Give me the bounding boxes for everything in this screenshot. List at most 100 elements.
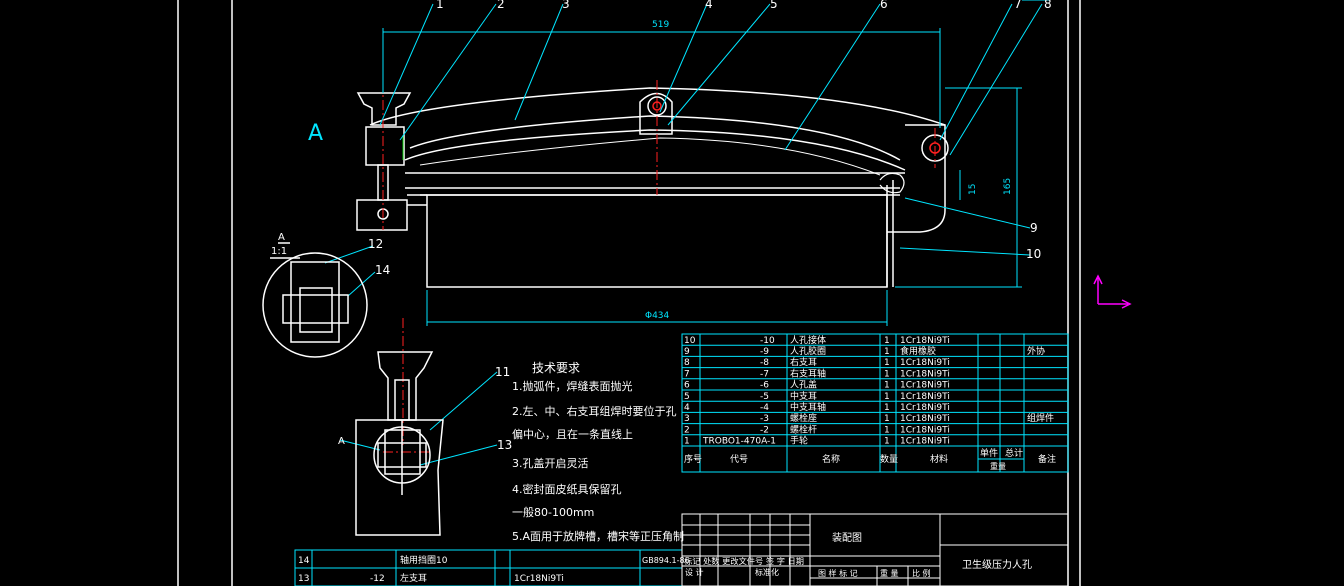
parts-row-material: 食用橡胶 bbox=[900, 345, 936, 357]
lower-row-note: GB894.1-86 bbox=[642, 556, 690, 565]
parts-row-code: -4 bbox=[760, 403, 769, 413]
parts-row-no: 5 bbox=[684, 392, 690, 402]
balloon-2: 2 bbox=[497, 0, 505, 11]
balloon-11: 11 bbox=[495, 365, 510, 379]
balloon-7: 7 bbox=[1014, 0, 1022, 11]
title-block-standard-label: 标准化 bbox=[755, 567, 779, 577]
ucs-icon bbox=[1093, 274, 1132, 309]
dimension-diameter: Φ434 bbox=[645, 311, 670, 321]
parts-row-material: 1Cr18Ni9Ti bbox=[900, 437, 950, 447]
drawing-frame bbox=[177, 0, 1081, 586]
parts-header-5: 单件 bbox=[980, 447, 998, 459]
parts-header-3: 数量 bbox=[880, 453, 898, 465]
leader-lines bbox=[324, 0, 1050, 466]
balloon-numbers: 1 2 3 4 5 6 7 8 9 10 11 12 13 14 bbox=[368, 0, 1052, 452]
dimension-lines bbox=[382, 28, 1022, 326]
tech-req-item: 1.抛弧件，焊缝表面抛光 bbox=[512, 379, 633, 393]
balloon-5: 5 bbox=[770, 0, 778, 11]
tech-req-item: 3.孔盖开启灵活 bbox=[512, 456, 589, 470]
parts-row-name: 螺栓座 bbox=[790, 412, 817, 424]
parts-row-qty: 1 bbox=[884, 392, 890, 402]
parts-row-no: 6 bbox=[684, 381, 690, 391]
parts-row-name: 人孔胶圈 bbox=[790, 345, 826, 357]
balloon-10: 10 bbox=[1026, 247, 1041, 261]
parts-row-note: 外协 bbox=[1027, 345, 1045, 357]
parts-row-qty: 1 bbox=[884, 403, 890, 413]
parts-header-6: 总计 bbox=[1005, 447, 1023, 459]
title-block-scale-label: 比 例 bbox=[912, 568, 931, 578]
parts-row-no: 8 bbox=[684, 358, 690, 368]
parts-row-no: 7 bbox=[684, 369, 690, 379]
parts-row-code: -8 bbox=[760, 358, 769, 368]
balloon-3: 3 bbox=[562, 0, 570, 11]
parts-row-name: 人孔接体 bbox=[790, 334, 826, 346]
parts-row-code: -6 bbox=[760, 381, 769, 391]
main-view bbox=[356, 87, 949, 288]
parts-row-name: 中支耳轴 bbox=[790, 401, 826, 413]
parts-row-name: 螺栓杆 bbox=[790, 423, 817, 435]
parts-row-name: 右支耳轴 bbox=[790, 367, 826, 379]
parts-row-name: 手轮 bbox=[790, 435, 808, 447]
tech-requirements: 技术要求 1.抛弧件，焊缝表面抛光 2.左、中、右支耳组焊时要位于孔 偏中心，且… bbox=[512, 361, 684, 543]
parts-header-2: 名称 bbox=[822, 453, 840, 465]
parts-row-material: 1Cr18Ni9Ti bbox=[900, 369, 950, 379]
parts-row-qty: 1 bbox=[884, 437, 890, 447]
parts-row-qty: 1 bbox=[884, 336, 890, 346]
lower-row-code: -12 bbox=[370, 574, 385, 584]
detail-view-a bbox=[262, 242, 368, 358]
parts-row-code: TROBO1-470A-1 bbox=[702, 437, 776, 447]
parts-row-no: 1 bbox=[684, 437, 690, 447]
parts-row-code: -3 bbox=[760, 414, 769, 424]
tech-req-item: 5.A面用于放牌槽，槽宋等正压角制 bbox=[512, 529, 684, 543]
section-label-name: A bbox=[278, 232, 285, 243]
parts-row-no: 3 bbox=[684, 414, 690, 424]
balloon-8: 8 bbox=[1044, 0, 1052, 11]
parts-row-material: 1Cr18Ni9Ti bbox=[900, 392, 950, 402]
title-block-revision-row: 标记 处数 更改文件号 签 字 日期 bbox=[684, 556, 804, 566]
parts-header-4: 材料 bbox=[930, 453, 948, 465]
parts-header-7: 备注 bbox=[1038, 453, 1056, 465]
title-block-stage-label: 图 样 标 记 bbox=[818, 568, 858, 578]
lower-row-no: 13 bbox=[298, 574, 309, 584]
parts-row-code: -5 bbox=[760, 392, 769, 402]
tech-req-item: 偏中心，且在一条直线上 bbox=[512, 427, 633, 441]
lower-row-material: 1Cr18Ni9Ti bbox=[514, 574, 564, 584]
balloon-14: 14 bbox=[375, 263, 390, 277]
section-mark: A bbox=[338, 436, 345, 447]
parts-row-qty: 1 bbox=[884, 369, 890, 379]
balloon-13: 13 bbox=[497, 438, 512, 452]
parts-row-qty: 1 bbox=[884, 381, 890, 391]
parts-row-code: -10 bbox=[760, 336, 775, 346]
parts-header-0: 序号 bbox=[684, 453, 702, 465]
tech-req-item: 一般80-100mm bbox=[512, 506, 594, 519]
parts-row-material: 1Cr18Ni9Ti bbox=[900, 358, 950, 368]
parts-row-name: 人孔盖 bbox=[790, 379, 817, 391]
parts-row-code: -9 bbox=[760, 347, 769, 357]
tech-req-item: 2.左、中、右支耳组焊时要位于孔 bbox=[512, 404, 677, 418]
parts-row-material: 1Cr18Ni9Ti bbox=[900, 403, 950, 413]
dimension-width-top: 519 bbox=[652, 20, 669, 30]
parts-row-material: 1Cr18Ni9Ti bbox=[900, 336, 950, 346]
parts-row-name: 中支耳 bbox=[790, 390, 817, 402]
parts-row-material: 1Cr18Ni9Ti bbox=[900, 414, 950, 424]
parts-row-material: 1Cr18Ni9Ti bbox=[900, 425, 950, 435]
parts-row-no: 2 bbox=[684, 425, 690, 435]
section-label-scale: 1:1 bbox=[271, 246, 287, 257]
dimension-height: 165 bbox=[1003, 178, 1013, 195]
parts-header-weight: 重量 bbox=[990, 461, 1006, 471]
tech-req-item: 4.密封面皮纸具保留孔 bbox=[512, 482, 622, 496]
parts-row-qty: 1 bbox=[884, 358, 890, 368]
lower-row-no: 14 bbox=[298, 556, 310, 566]
view-label: A bbox=[308, 121, 323, 146]
title-block-design-label: 设 计 bbox=[685, 567, 704, 577]
parts-row-qty: 1 bbox=[884, 414, 890, 424]
parts-row-note: 组焊件 bbox=[1027, 412, 1054, 424]
section-view bbox=[355, 351, 444, 536]
title-block-title: 卫生级压力人孔 bbox=[962, 558, 1032, 571]
balloon-9: 9 bbox=[1030, 221, 1038, 235]
parts-row-code: -2 bbox=[760, 425, 769, 435]
parts-row-qty: 1 bbox=[884, 425, 890, 435]
lower-row-name: 轴用挡圈10 bbox=[400, 554, 448, 566]
